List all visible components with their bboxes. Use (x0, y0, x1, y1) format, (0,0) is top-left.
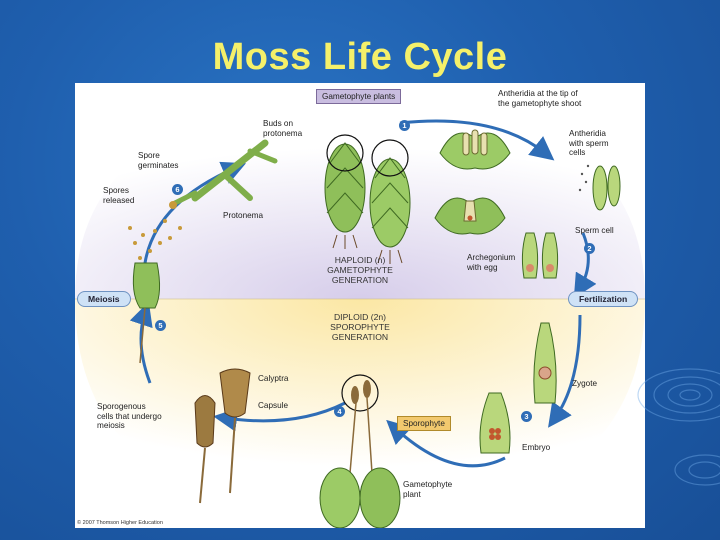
label-sporogenous-cells: Sporogenous cells that undergo meiosis (97, 402, 162, 430)
gametophyte-shoots-illustration (324, 134, 411, 264)
label-archegonium: Archegonium with egg (467, 253, 516, 272)
label-calyptra: Calyptra (258, 374, 289, 383)
label-antheridia-sperm: Antheridia with sperm cells (569, 129, 609, 157)
moss-life-cycle-figure: Gametophyte plants Sporophyte Meiosis Fe… (75, 83, 645, 528)
antheridia-rosette-illustration (439, 129, 511, 170)
fertilization-phase-label: Fertilization (568, 291, 639, 307)
antheridia-sperm-illustration (578, 164, 621, 211)
capsule-calyptra-illustration (194, 368, 251, 504)
label-protonema: Protonema (223, 211, 264, 220)
copyright-notice: © 2007 Thomson Higher Education (77, 520, 163, 526)
step-marker-4: 4 (334, 406, 345, 417)
archegonia-egg-illustration (521, 232, 559, 279)
sporophyte-on-gametophyte-illustration (319, 374, 401, 528)
step-marker-5: 5 (155, 320, 166, 331)
label-antheridia-tip: Antheridia at the tip of the gametophyte… (498, 89, 582, 108)
protonema-illustration (169, 139, 278, 209)
spore-capsule-illustration (128, 219, 182, 364)
label-zygote: Zygote (572, 379, 598, 388)
diploid-generation-label: DIPLOID (2n) SPOROPHYTE GENERATION (330, 312, 390, 342)
haploid-generation-label: HAPLOID (n) GAMETOPHYTE GENERATION (327, 255, 393, 285)
step-marker-3: 3 (521, 411, 532, 422)
label-spores-released: Spores released (103, 186, 135, 205)
meiosis-phase-label: Meiosis (77, 291, 131, 307)
slide-title: Moss Life Cycle (212, 36, 508, 78)
zygote-illustration (533, 322, 557, 404)
label-spore-germinates: Spore germinates (138, 151, 179, 170)
label-buds-on-protonema: Buds on protonema (263, 119, 303, 138)
cycle-illustration (75, 97, 645, 528)
gametophyte-plants-box: Gametophyte plants (316, 89, 402, 104)
label-gametophyte-plant: Gametophyte plant (403, 480, 453, 499)
step-marker-2: 2 (584, 243, 595, 254)
label-capsule: Capsule (258, 401, 289, 410)
step-marker-6: 6 (172, 184, 183, 195)
label-embryo: Embryo (522, 443, 551, 452)
step-marker-1: 1 (399, 120, 410, 131)
archegonium-rosette-illustration (434, 197, 506, 235)
label-sperm-cell: Sperm cell (575, 226, 614, 235)
sporophyte-box: Sporophyte (397, 416, 451, 431)
embryo-illustration (479, 392, 511, 454)
